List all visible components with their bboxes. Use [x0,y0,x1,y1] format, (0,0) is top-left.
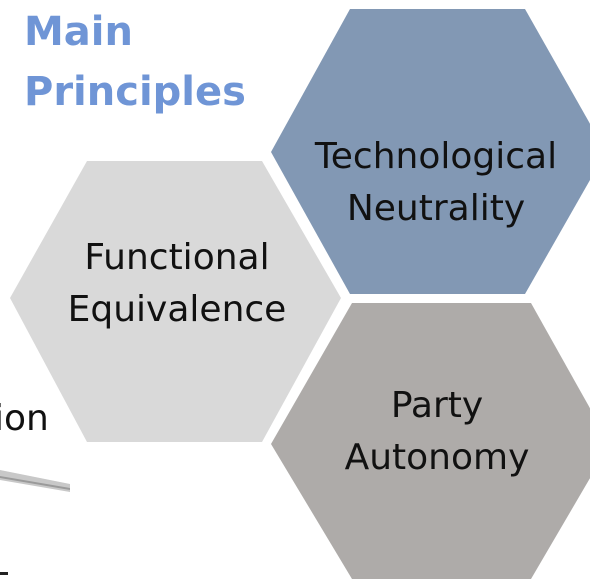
title-line-1: Main [24,9,133,55]
label-neutrality: Neutrality [346,188,526,229]
label-autonomy: Autonomy [344,437,530,478]
label-functional-equivalence: Functional Equivalence [32,232,322,336]
label-equivalence: Equivalence [67,289,287,330]
label-functional: Functional [84,237,270,278]
label-technological: Technological [314,136,558,177]
background-mark [0,572,8,575]
title-line-2: Principles [24,69,246,115]
background-streak [0,470,70,492]
label-technological-neutrality: Technological Neutrality [282,131,590,235]
label-party-autonomy: Party Autonomy [312,380,562,484]
label-party: Party [390,385,484,426]
hexagon-functional-equivalence [10,161,341,442]
hexagon-party-autonomy [271,303,590,579]
cut-off-text-2: ion [0,398,49,439]
hexagon-technological-neutrality [271,9,590,294]
